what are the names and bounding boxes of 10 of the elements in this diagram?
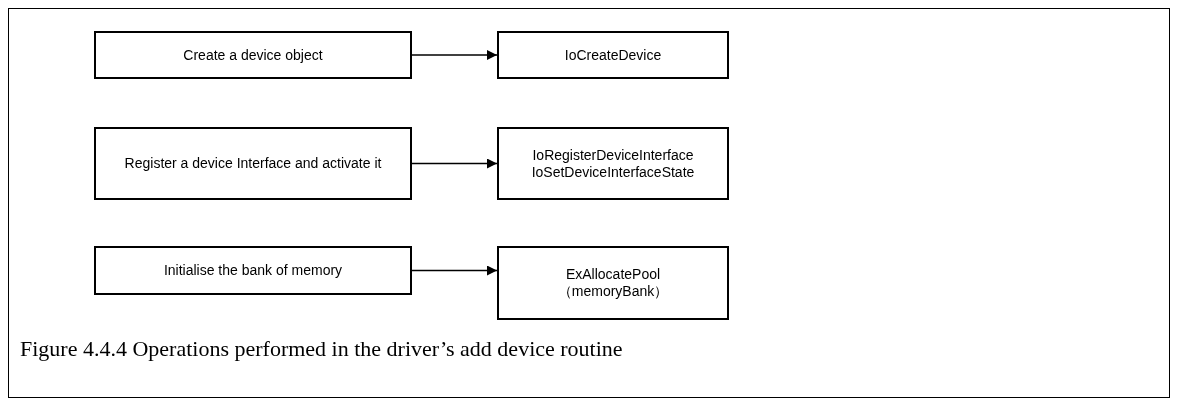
arrow	[411, 265, 498, 276]
process-box: IoCreateDevice	[497, 31, 729, 79]
process-box: IoRegisterDeviceInterface IoSetDeviceInterfaceState	[497, 127, 729, 200]
arrow	[411, 158, 498, 169]
process-box: Register a device Interface and activate it	[94, 127, 412, 200]
process-box: ExAllocatePool （memoryBank）	[497, 246, 729, 320]
process-box: Initialise the bank of memory	[94, 246, 412, 295]
arrow	[411, 50, 498, 60]
figure-caption: Figure 4.4.4 Operations performed in the driver’s add device routine	[20, 336, 623, 362]
process-box: Create a device object	[94, 31, 412, 79]
